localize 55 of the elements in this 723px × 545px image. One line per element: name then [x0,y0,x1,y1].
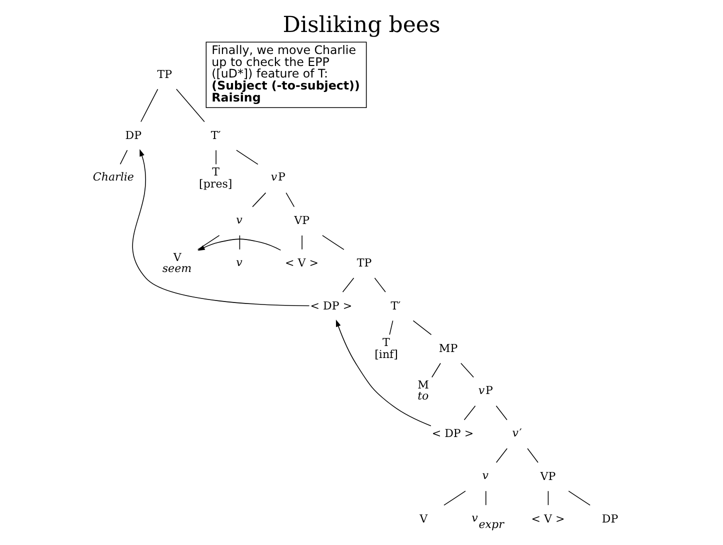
connector [495,405,507,420]
connector [547,490,548,506]
connector [215,150,216,165]
connector [301,235,302,250]
connector [175,88,204,122]
node-text: v [482,468,488,482]
node-text: < DP > [310,299,352,312]
connector [463,405,476,420]
connector [484,490,486,506]
connector [412,320,432,336]
arrow [132,149,310,306]
connector [388,320,393,336]
arrow [335,320,431,426]
node-text: V seem [162,250,192,275]
connector [140,88,158,122]
node-text: VP [540,470,556,483]
connector [236,150,258,165]
node-text: MP [438,342,458,355]
node-text: T [pres] [198,166,232,190]
node-text: M to [417,378,428,403]
node-text: DP [124,128,142,142]
connector [342,278,354,292]
node-text: T [inf] [374,336,398,361]
node-text: TP [156,68,172,81]
connector [495,448,507,463]
connector [431,362,440,378]
arrow [197,238,281,251]
node-text: V [419,512,428,526]
diagram-title: Disliking bees [282,12,440,38]
connector [443,490,466,506]
node-text: DP [601,512,618,526]
node-text: VP [294,214,310,228]
connector [568,490,590,506]
node-text: T′ [390,299,400,312]
node-text: v [236,256,242,269]
connector [322,235,344,250]
node-text: < V > [530,512,564,526]
node-text: v′ [512,426,522,440]
connector [119,150,128,165]
connector [285,192,294,208]
node-text: Charlie [92,170,134,184]
connector [252,192,266,208]
node-text: T′ [210,128,220,142]
connector [238,235,240,250]
node-text: vP [270,170,285,184]
connector [526,448,538,463]
node-text: < V > [284,256,318,270]
node-box: Finally, we move Charlie up to check the EPP ([uD*]) feature of T: (Subject (-to-subject)) Raising [205,42,366,108]
connector [196,235,220,250]
node-text: TP [356,256,372,270]
node-text: v [236,213,242,226]
connector [374,278,386,292]
connector [460,362,474,378]
node-text: < DP > [431,427,474,440]
node-text: vP [478,384,492,397]
